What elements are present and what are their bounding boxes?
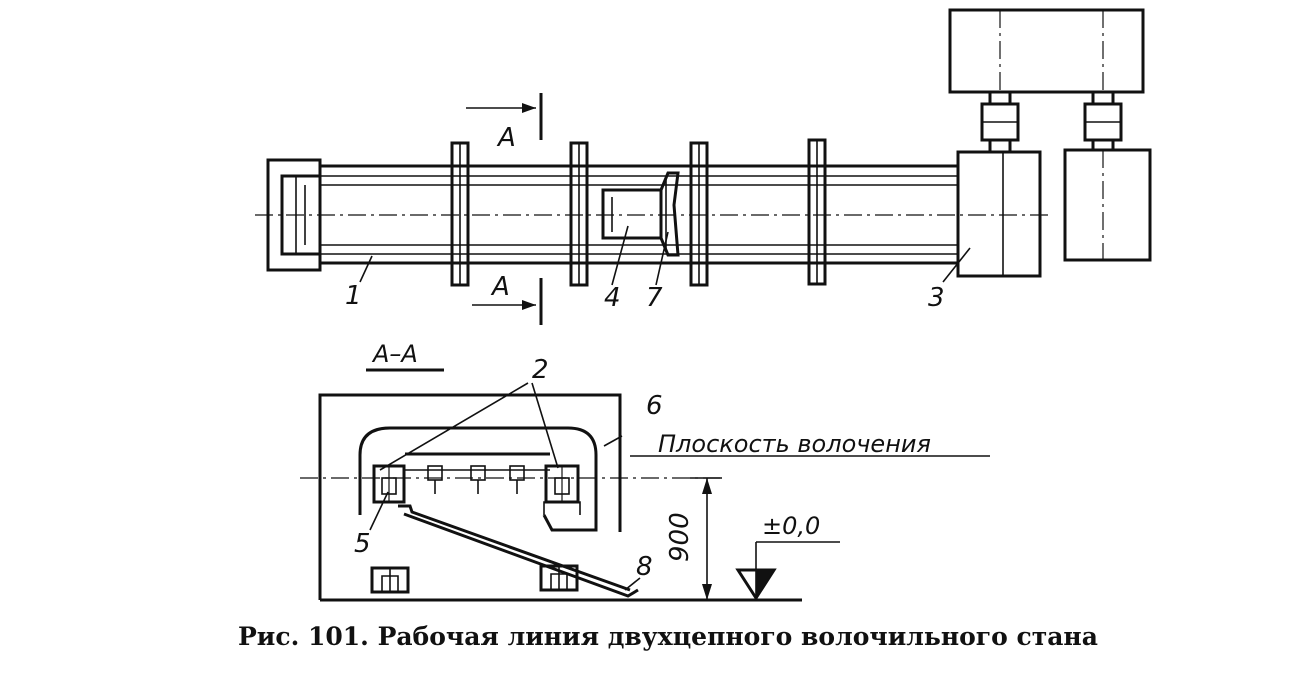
cross-frames	[450, 138, 827, 287]
part-label-3: 3	[928, 283, 945, 313]
chain-guides	[372, 464, 580, 504]
part-label-5: 5	[354, 529, 371, 559]
section-view: A–A	[300, 340, 990, 602]
part-label-2: 2	[532, 355, 549, 385]
section-leaders	[369, 382, 641, 591]
level-mark-label: ±0,0	[762, 512, 820, 540]
dimension-height-value: 900	[665, 512, 695, 562]
level-mark	[735, 541, 840, 601]
part-label-8: 8	[636, 552, 653, 582]
drawing-plane-label: Плоскость волочения	[658, 430, 931, 458]
foundation-outline	[318, 393, 622, 600]
footing-blocks	[370, 564, 579, 594]
height-dimension	[690, 477, 722, 600]
section-title: A–A	[371, 340, 418, 368]
section-cut-marks: A A	[466, 93, 543, 325]
discharge-chute	[398, 504, 639, 598]
section-arrow-label-top: A	[496, 123, 516, 153]
rail-supports	[427, 465, 525, 494]
part-label-6: 6	[646, 391, 663, 421]
plan-leaders	[359, 225, 971, 286]
section-arrow-label-bottom: A	[490, 272, 510, 302]
figure-caption: Рис. 101. Рабочая линия двухцепного воло…	[238, 622, 1098, 651]
bed-rails	[320, 164, 958, 265]
plan-view: A A	[255, 8, 1152, 325]
part-label-1: 1	[345, 281, 362, 311]
drive-sprocket-box	[956, 150, 1042, 278]
part-label-7: 7	[646, 283, 663, 313]
gearbox-motor	[948, 8, 1152, 266]
part-label-4: 4	[604, 283, 621, 313]
